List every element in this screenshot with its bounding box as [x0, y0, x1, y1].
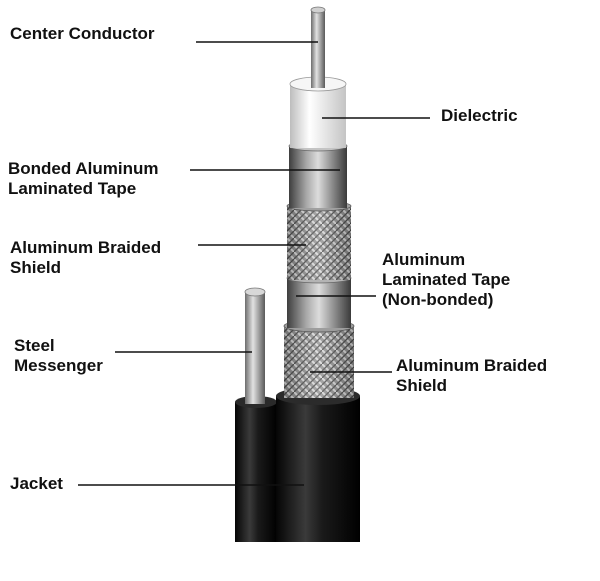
non-bonded-tape — [286, 272, 352, 328]
label-braid-upper: Aluminum Braided Shield — [10, 238, 162, 277]
leader-lines — [78, 41, 430, 486]
center-conductor — [310, 6, 326, 88]
label-laminated-tape: Aluminum Laminated Tape (Non-bonded) — [382, 250, 511, 309]
lower-braided-shield — [283, 319, 355, 398]
messenger-jacket — [235, 396, 277, 542]
label-jacket: Jacket — [10, 474, 63, 493]
steel-messenger-wire — [244, 287, 266, 404]
label-dielectric: Dielectric — [441, 106, 518, 125]
dielectric — [289, 76, 347, 148]
label-braid-lower: Aluminum Braided Shield — [396, 356, 548, 395]
main-jacket — [276, 387, 360, 542]
label-bonded-tape: Bonded Aluminum Laminated Tape — [8, 159, 159, 198]
bonded-tape — [288, 140, 348, 208]
label-steel-messenger: Steel Messenger — [14, 336, 103, 375]
upper-braided-shield — [286, 200, 352, 280]
label-center-conductor: Center Conductor — [10, 24, 155, 43]
